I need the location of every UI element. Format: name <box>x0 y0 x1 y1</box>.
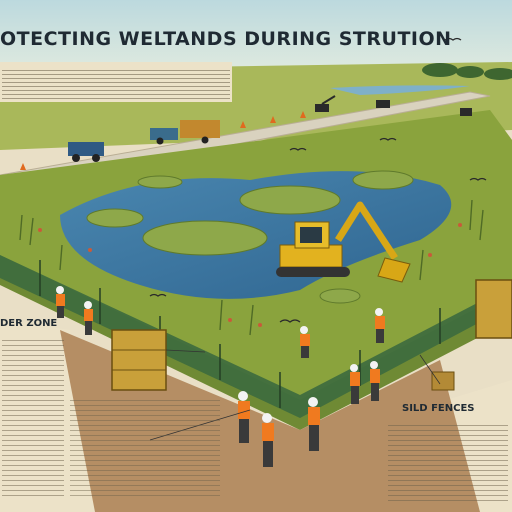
supply-crate-icon <box>111 279 512 391</box>
marsh-islands <box>86 170 414 304</box>
silt-fences-description-text <box>388 425 508 505</box>
infographic-title: OTECTING WELTANDS DURING STRUTION <box>0 28 452 50</box>
top-description-text <box>2 70 230 100</box>
marsh-embankment <box>0 255 512 430</box>
silt-fences-label: SILD FENCES <box>402 403 475 414</box>
callout-lines <box>149 349 441 441</box>
buffer-zone-label: DER ZONE <box>0 318 58 329</box>
excavator-icon <box>276 201 411 283</box>
traffic-cones <box>20 111 306 170</box>
worker-icon <box>56 286 385 467</box>
fence-posts <box>39 260 441 408</box>
bird-icon <box>149 37 487 323</box>
silt-fence <box>0 255 512 418</box>
tree-line <box>422 63 512 80</box>
lower-description-text <box>70 400 220 500</box>
wildflowers <box>38 223 462 327</box>
distant-river <box>330 85 470 95</box>
dump-truck-2 <box>150 120 220 145</box>
distant-excavator <box>315 95 472 116</box>
reeds <box>19 199 484 336</box>
buffer-zone-description-text <box>2 340 64 500</box>
dump-truck-1 <box>68 142 104 162</box>
